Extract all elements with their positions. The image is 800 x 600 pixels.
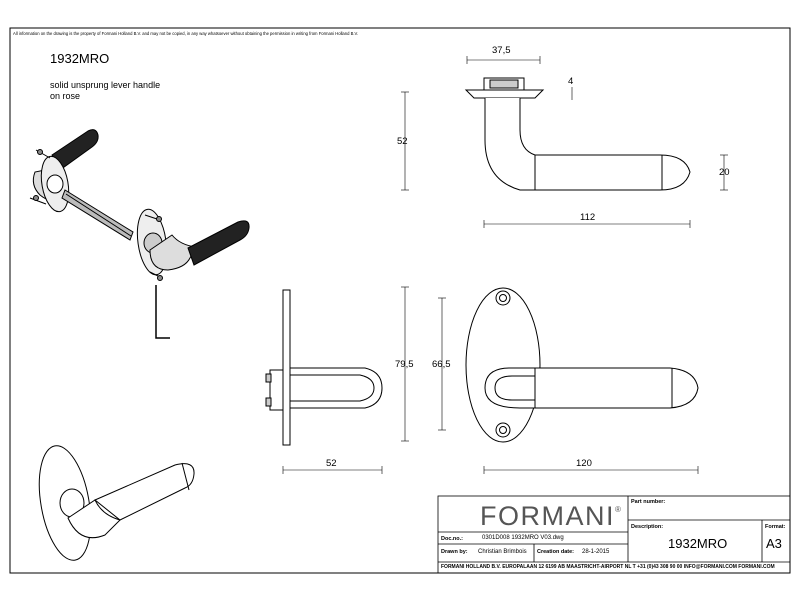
dim-overall-length: 120 [576, 458, 592, 469]
copyright-notice: All information on the drawing is the pr… [13, 31, 359, 36]
dim-grip-diameter: 20 [719, 167, 730, 178]
dimension-lines-top [401, 56, 728, 228]
dim-height: 52 [397, 136, 408, 147]
dim-projection: 52 [326, 458, 337, 469]
side-view-lever [464, 77, 691, 191]
dimension-lines-front [438, 297, 699, 474]
product-code-title: 1932MRO [50, 51, 110, 66]
product-description-line2: on rose [50, 91, 81, 101]
format-label: Format: [765, 524, 786, 530]
brand-logo: FORMANI® [480, 501, 622, 532]
dim-rose-height: 79,5 [395, 359, 414, 370]
perspective-view [38, 445, 195, 561]
format-value: A3 [766, 536, 782, 551]
description-value: 1932MRO [668, 536, 728, 551]
drawn-by-label: Drawn by: [441, 549, 468, 555]
dimension-lines-profile [282, 286, 409, 474]
company-footer: FORMANI HOLLAND B.V. EUROPALAAN 12 6199 … [441, 564, 775, 570]
registered-mark: ® [615, 505, 623, 514]
drawn-by-value: Christian Brimbois [478, 549, 527, 555]
part-number-label: Part number: [631, 499, 666, 505]
dim-hole-spacing: 66,5 [432, 359, 451, 370]
profile-view [265, 289, 383, 446]
product-description-line1: solid unsprung lever handle [50, 80, 161, 90]
exploded-isometric-view [29, 129, 250, 339]
brand-name: FORMANI [480, 501, 615, 531]
title-block [437, 495, 791, 574]
description-label: Description: [631, 524, 664, 530]
doc-number-value: 0301D008 1932MRO V03.dwg [482, 535, 564, 541]
dim-rose-thickness: 4 [568, 76, 574, 87]
creation-date-label: Creation date: [537, 549, 574, 555]
dim-lever-length: 112 [580, 212, 596, 223]
doc-number-label: Doc.no.: [441, 536, 463, 542]
dim-rose-width: 37,5 [492, 45, 511, 56]
creation-date-value: 28-1-2015 [582, 549, 610, 555]
drawing-border [9, 27, 791, 574]
front-view [465, 287, 699, 443]
